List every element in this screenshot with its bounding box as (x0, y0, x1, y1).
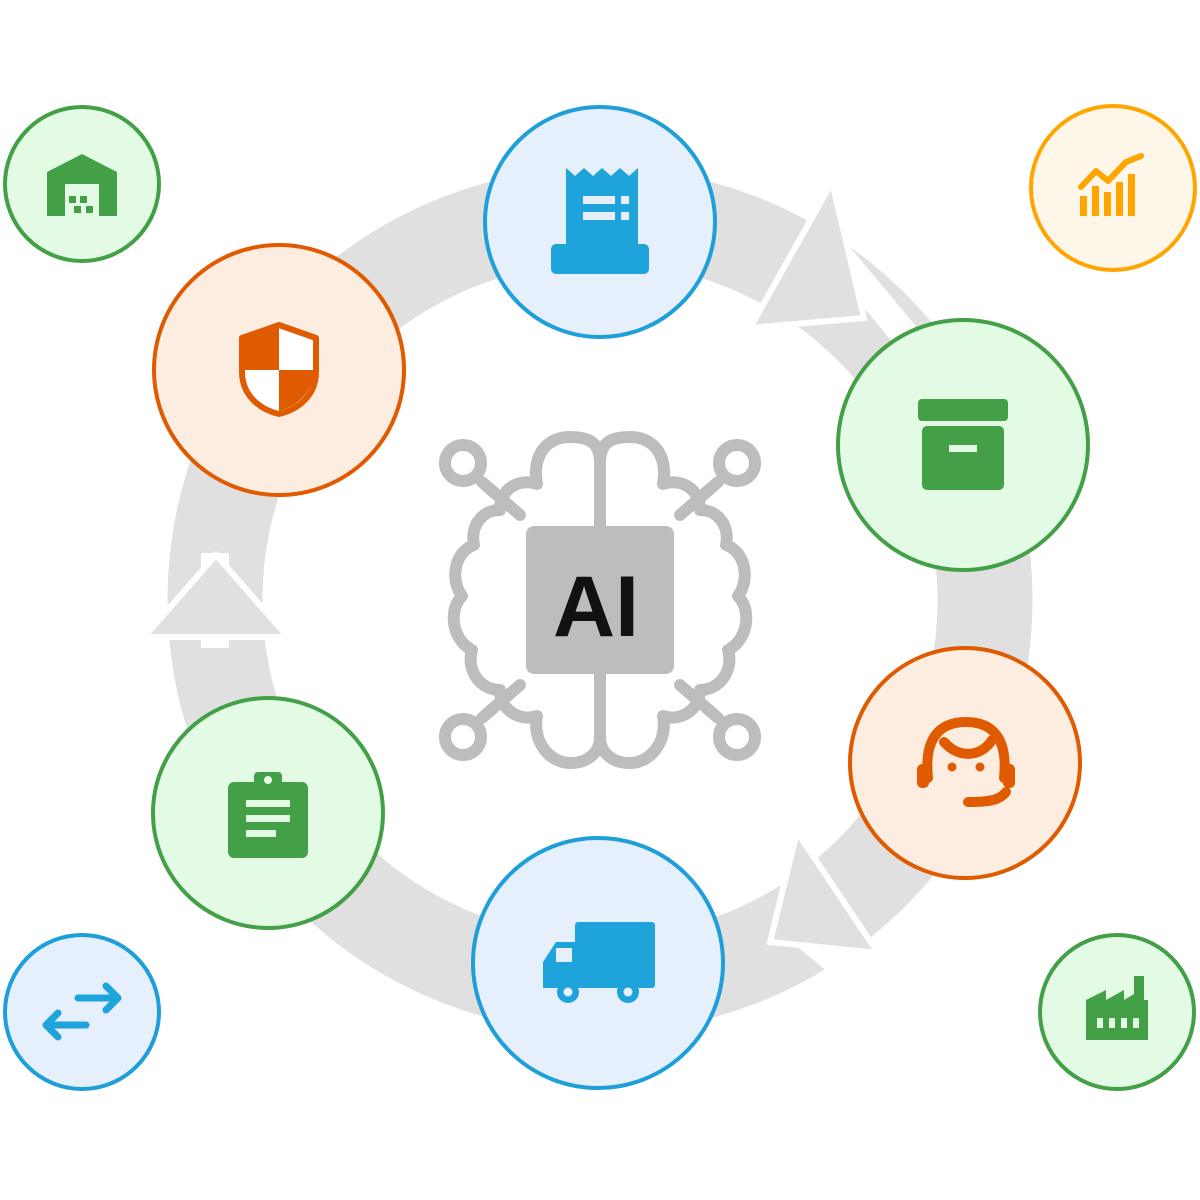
clipboard-icon (228, 772, 308, 858)
ai-chip (526, 526, 674, 674)
security-node[interactable] (152, 243, 406, 497)
trend-line (1078, 153, 1144, 190)
arrow-head-top-right (744, 173, 868, 332)
ai-label: AI (553, 559, 639, 655)
customer-support-node[interactable] (848, 646, 1082, 880)
invoice-node[interactable] (483, 105, 717, 339)
circuit-node (713, 713, 761, 761)
circuit-node (439, 713, 487, 761)
node-circle (848, 646, 1082, 880)
shield-icon (239, 322, 319, 417)
factory-node[interactable] (1038, 933, 1196, 1091)
chart-growth-icon (1080, 174, 1135, 216)
exchange-arrows-icon (42, 982, 122, 1041)
support-agent-detail (917, 762, 1015, 788)
node-circle (1029, 104, 1197, 272)
delivery-node[interactable] (471, 836, 725, 1090)
delivery-truck-icon (543, 922, 655, 1003)
warehouse-node[interactable] (3, 105, 161, 263)
order-node[interactable] (151, 696, 385, 930)
circuit-line (476, 679, 526, 724)
circuit-line (674, 476, 724, 521)
factory-icon (1086, 976, 1148, 1040)
warehouse-icon (47, 154, 117, 216)
archive-box-icon (918, 399, 1008, 490)
circuit-node (713, 439, 761, 487)
circuit-line (674, 679, 724, 724)
analytics-node[interactable] (1029, 104, 1197, 272)
circuit-node (439, 439, 487, 487)
arrow-head-bottom-right (766, 824, 885, 957)
inventory-node[interactable] (836, 318, 1090, 572)
ai-brain-icon: AI (439, 431, 761, 769)
exchange-node[interactable] (3, 933, 161, 1091)
circuit-line (476, 476, 526, 521)
support-agent-icon (922, 716, 1011, 807)
arrow-head-left (137, 550, 295, 640)
invoice-icon (551, 168, 649, 274)
node-circle (3, 933, 161, 1091)
